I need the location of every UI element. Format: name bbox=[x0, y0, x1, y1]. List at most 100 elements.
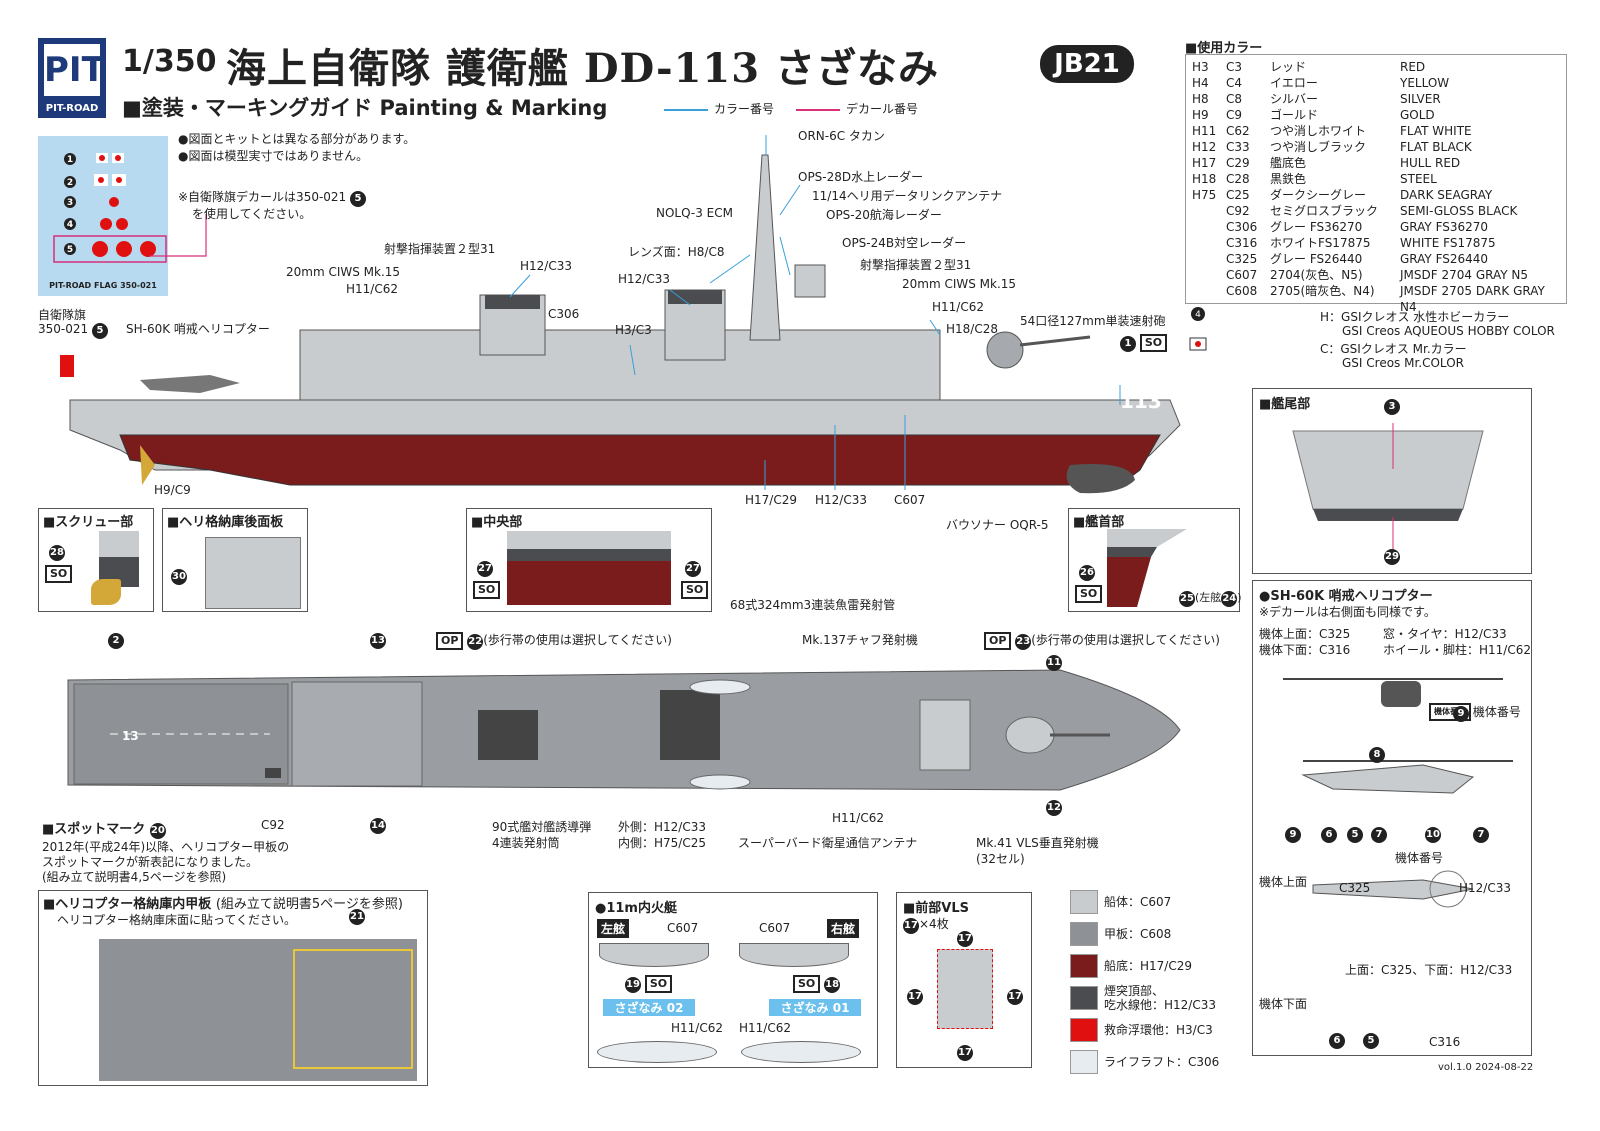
heli-num-8: 8 bbox=[1369, 747, 1385, 763]
label-ensign-code: 350-021 5 bbox=[38, 322, 108, 339]
spot-mark-title: ■スポットマーク 20 bbox=[42, 818, 166, 839]
boat-stbd-c607: C607 bbox=[759, 921, 791, 935]
label-ciws-fwd: 20mm CIWS Mk.15 bbox=[902, 277, 1017, 291]
paint-key-swatch bbox=[1070, 985, 1098, 1010]
color-table-cell: ダークシーグレー bbox=[1270, 188, 1367, 202]
color-table-cell: シルバー bbox=[1270, 92, 1319, 106]
color-table-cell: C33 bbox=[1226, 140, 1250, 154]
paint-key-swatch bbox=[1070, 921, 1098, 946]
top-decal-num-14: 14 bbox=[370, 818, 386, 834]
boat-port-side bbox=[599, 943, 709, 967]
inset-midship: ■中央部 27 SO 27 SO bbox=[466, 508, 712, 612]
color-table-cell: JMSDF 2704 GRAY N5 bbox=[1400, 268, 1529, 282]
aft-funnel-top bbox=[485, 295, 540, 309]
page-title: 海上自衛隊 護衛艦 DD-113 さざなみ bbox=[226, 45, 939, 92]
color-table-cell: C8 bbox=[1226, 92, 1243, 106]
color-table-cell: C28 bbox=[1226, 172, 1250, 186]
color-table-cell: C9 bbox=[1226, 108, 1243, 122]
label-h12-keel: H12/C33 bbox=[815, 493, 867, 507]
boat-stbd-num: 18 bbox=[824, 977, 841, 993]
heli-num-6b: 6 bbox=[1329, 1033, 1345, 1049]
color-table-cell: STEEL bbox=[1400, 172, 1437, 186]
label-walkway-left: OP 22(歩行帯の使用は選択してください) bbox=[436, 631, 672, 650]
spot-note-1: 2012年(平成24年)以降、ヘリコプター甲板の bbox=[42, 840, 290, 854]
ship-side-profile: 113 4 4 bbox=[60, 135, 1207, 494]
label-datalink: 11/14ヘリ用データリンクアンテナ bbox=[812, 189, 1003, 203]
paint-key-label: 甲板：C608 bbox=[1104, 926, 1172, 941]
heli-reg-label-2: 機体番号 bbox=[1395, 851, 1444, 865]
label-h9: H9/C9 bbox=[154, 483, 191, 497]
color-table-cell: C3 bbox=[1226, 60, 1243, 74]
hangar-deck-title-text: ■ヘリコプター格納庫内甲板 bbox=[43, 897, 212, 912]
paint-key-label: 船底：H17/C29 bbox=[1104, 958, 1192, 973]
label-h3: H3/C3 bbox=[615, 323, 652, 337]
label-ssm-2: 4連装発射筒 bbox=[492, 836, 560, 850]
front-vls-count-text: ×4枚 bbox=[919, 917, 949, 931]
flag-decal-drawing: 1 2 3 4 5 bbox=[53, 153, 167, 263]
paint-key-row: 船底：H17/C29 bbox=[1070, 950, 1240, 981]
paint-key-swatch bbox=[1070, 889, 1098, 914]
heli-top-color: 機体上面：C325 bbox=[1259, 627, 1351, 641]
walkway-right-text: (歩行帯の使用は選択してください) bbox=[1031, 633, 1220, 647]
legend-decal-label: デカール番号 bbox=[846, 102, 919, 116]
heli-reg-text: 機体番号 bbox=[1472, 705, 1521, 719]
inset-screw: ■スクリュー部 28 SO bbox=[38, 508, 154, 612]
color-table-cell: H11 bbox=[1192, 124, 1217, 138]
screw-so-badge: SO bbox=[45, 565, 73, 583]
note-line-4: を使用してください。 bbox=[192, 207, 312, 221]
boat-name-stbd: さざなみ 01 bbox=[769, 999, 861, 1016]
heli-lower-c316: C316 bbox=[1429, 1035, 1461, 1049]
boat-port-top-view bbox=[597, 1041, 717, 1063]
label-h18: H18/C28 bbox=[946, 322, 998, 336]
color-table-cell: グレー FS26440 bbox=[1270, 252, 1363, 266]
label-torpedo: 68式324mm3連装魚雷発射管 bbox=[730, 598, 896, 612]
flag-decal-footer: PIT-ROAD FLAG 350-021 bbox=[49, 281, 157, 290]
paint-key-row: 煙突頂部、吃水線他：H12/C33 bbox=[1070, 982, 1240, 1013]
label-h11-top: H11/C62 bbox=[832, 811, 884, 825]
paint-key-label: 煙突頂部、吃水線他：H12/C33 bbox=[1104, 983, 1216, 1012]
label-c92: C92 bbox=[261, 818, 285, 832]
color-table-cell: H8 bbox=[1192, 92, 1209, 106]
paint-key-label: 救命浮環他：H3/C3 bbox=[1104, 1022, 1213, 1037]
label-chaff: Mk.137チャフ発射機 bbox=[802, 633, 918, 647]
front-vls-num-left: 17 bbox=[907, 989, 923, 1005]
paint-key-row: 甲板：C608 bbox=[1070, 918, 1240, 949]
label-lens: レンズ面：H8/C8 bbox=[628, 245, 725, 259]
color-table-cell: つや消しホワイト bbox=[1270, 124, 1367, 138]
color-table-cell: 2704(灰色、N5) bbox=[1270, 268, 1363, 282]
heli-num-5: 5 bbox=[1347, 827, 1363, 843]
boat-name-port: さざなみ 02 bbox=[603, 999, 695, 1016]
heli-num-5b: 5 bbox=[1363, 1033, 1379, 1049]
boat-stbd-top-view bbox=[741, 1041, 861, 1063]
inset-bow-title: ■艦首部 bbox=[1073, 515, 1125, 530]
label-vls: Mk.41 VLS垂直発射機 bbox=[976, 836, 1099, 850]
front-vls-top bbox=[919, 699, 971, 771]
label-stack-color-2: H12/C33 bbox=[618, 272, 670, 286]
heli-num-9b: 9 bbox=[1285, 827, 1301, 843]
color-table-cell: SILVER bbox=[1400, 92, 1441, 106]
hangar-deck-yellow-lines bbox=[293, 949, 413, 1069]
paint-key-swatch bbox=[1070, 1017, 1098, 1042]
hangar-panel-drawing bbox=[205, 537, 301, 609]
heli-drawings bbox=[1283, 678, 1513, 908]
label-fcs-fwd: 射撃指揮装置２型31 bbox=[860, 258, 972, 272]
hangar-deck-drawing bbox=[99, 939, 417, 1081]
label-ops28d: OPS-28D水上レーダー bbox=[798, 170, 924, 184]
sh60k-side bbox=[140, 375, 240, 393]
bow-decal-note: 25(左舷24) bbox=[1179, 589, 1242, 607]
boat-port-decal: 19 SO bbox=[625, 975, 673, 993]
label-fcs-aft: 射撃指揮装置２型31 bbox=[384, 242, 496, 256]
legend-decal-number: デカール番号 bbox=[796, 100, 918, 117]
bow-note-end: ) bbox=[1237, 591, 1242, 604]
spot-mark-title-text: ■スポットマーク bbox=[42, 822, 146, 837]
label-outer: 外側：H12/C33 bbox=[618, 820, 706, 834]
color-table-cell: RED bbox=[1400, 60, 1426, 74]
main-gun bbox=[986, 331, 1024, 369]
screw-hull bbox=[99, 531, 139, 557]
